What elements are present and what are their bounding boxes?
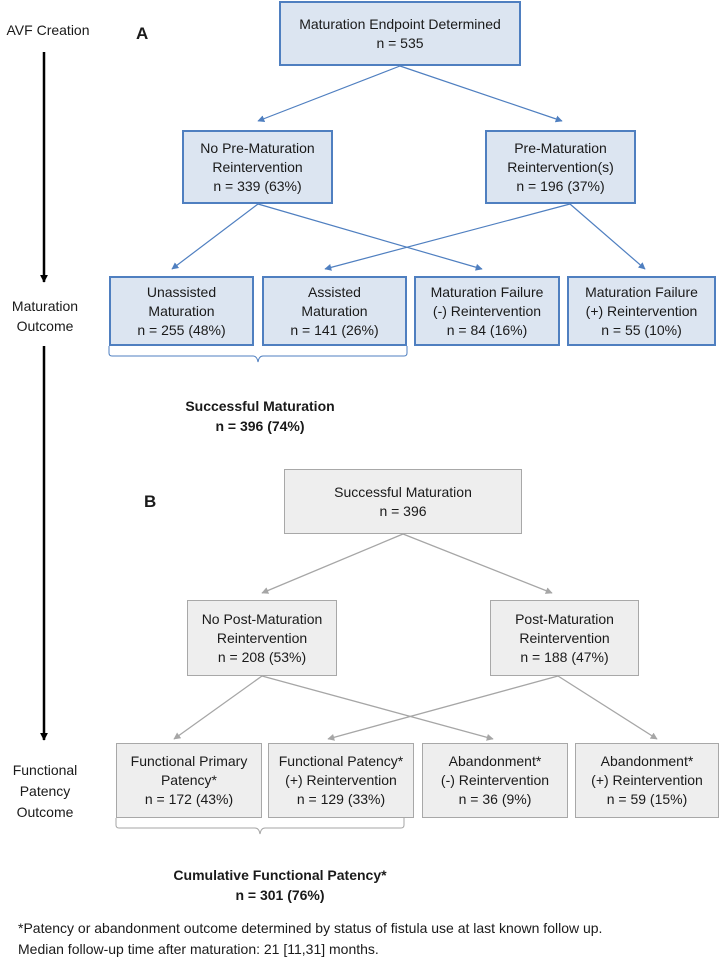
box-text-line: n = 535 xyxy=(376,34,424,51)
bracket-b xyxy=(115,818,405,835)
arrow-a-right-to-out4 xyxy=(569,203,646,270)
panel-a-letter: A xyxy=(136,24,149,43)
panel-b-reintervention-box: Post-Maturation Reintervention n = 188 (… xyxy=(490,600,639,676)
box-text-line: n = 196 (37%) xyxy=(516,177,605,194)
box-text-line: n = 339 (63%) xyxy=(213,177,302,194)
panel-b-functional-reintervention-box: Functional Patency* (+) Reintervention n… xyxy=(268,743,414,818)
box-text-line: Maturation xyxy=(301,302,368,319)
box-text-line: Abandonment* xyxy=(600,753,694,769)
panel-b-abandonment-no-reintervention-box: Abandonment* (-) Reintervention n = 36 (… xyxy=(422,743,568,818)
box-text-line: Functional Patency* xyxy=(278,753,404,769)
arrow-a-left-to-out1 xyxy=(171,203,259,270)
arrow-b-top-to-left xyxy=(261,533,404,594)
timeline-label-avf-creation: AVF Creation xyxy=(0,22,96,39)
box-text-line: n = 172 (43%) xyxy=(144,791,234,807)
timeline-label-line: Outcome xyxy=(16,318,74,334)
box-text-line: Abandonment* xyxy=(448,753,542,769)
box-text-line: n = 141 (26%) xyxy=(290,321,379,338)
box-text-line: Post-Maturation xyxy=(515,610,614,627)
summary-line: n = 301 (76%) xyxy=(235,887,325,903)
timeline-label-line: AVF Creation xyxy=(6,22,90,38)
arrow-b-left-to-out3 xyxy=(261,675,494,741)
timeline-label-line: Patency xyxy=(19,783,71,799)
box-text-line: Maturation Failure xyxy=(585,283,698,300)
box-text-line: Reintervention xyxy=(216,629,308,646)
panel-b-letter: B xyxy=(144,492,157,511)
bracket-a xyxy=(108,346,408,363)
box-text-line: n = 59 (15%) xyxy=(606,791,688,807)
box-text-line: Pre-Maturation xyxy=(514,139,607,156)
box-text-line: (+) Reintervention xyxy=(285,772,397,788)
box-text-line: (-) Reintervention xyxy=(440,772,550,788)
footnote-line: *Patency or abandonment outcome determin… xyxy=(18,920,603,936)
panel-b-no-reintervention-box: No Post-Maturation Reintervention n = 20… xyxy=(187,600,337,676)
timeline-label-line: Maturation xyxy=(11,298,79,314)
box-text-line: Reintervention(s) xyxy=(507,158,614,175)
box-text-line: Maturation Endpoint Determined xyxy=(299,15,501,32)
panel-a-failure-no-reintervention-box: Maturation Failure (-) Reintervention n … xyxy=(414,276,560,346)
arrow-b-left-to-out1 xyxy=(173,675,263,740)
box-text-line: n = 208 (53%) xyxy=(217,648,307,665)
arrow-a-top-to-left xyxy=(257,65,401,122)
box-text-line: n = 84 (16%) xyxy=(446,321,528,338)
box-text-line: Reintervention xyxy=(519,629,610,646)
panel-a-top-box: Maturation Endpoint Determined n = 535 xyxy=(279,1,521,66)
box-text-line: (+) Reintervention xyxy=(585,302,698,319)
panel-b-functional-primary-box: Functional Primary Patency* n = 172 (43%… xyxy=(116,743,262,818)
box-text-line: Reintervention xyxy=(212,158,303,175)
timeline-label-line: Functional xyxy=(12,762,78,778)
arrow-a-top-to-right xyxy=(399,65,563,123)
box-text-line: n = 255 (48%) xyxy=(137,321,226,338)
box-text-line: n = 36 (9%) xyxy=(458,791,532,807)
box-text-line: Assisted xyxy=(308,283,361,300)
box-text-line: Functional Primary xyxy=(130,753,248,769)
arrow-a-left-to-out3 xyxy=(257,203,483,271)
arrow-b-right-to-out2 xyxy=(327,675,559,741)
box-text-line: Maturation xyxy=(148,302,215,319)
panel-a-summary: Successful Maturation n = 396 (74%) xyxy=(150,396,370,436)
arrow-a-right-to-out2 xyxy=(324,203,571,271)
footnote-line: Median follow-up time after maturation: … xyxy=(18,941,379,957)
arrow-b-right-to-out4 xyxy=(557,675,658,740)
box-text-line: Patency* xyxy=(160,772,218,788)
box-text-line: n = 188 (47%) xyxy=(520,648,609,665)
box-text-line: n = 129 (33%) xyxy=(296,791,386,807)
arrow-b-top-to-right xyxy=(402,533,553,594)
panel-a-reintervention-box: Pre-Maturation Reintervention(s) n = 196… xyxy=(485,130,636,204)
summary-line: Successful Maturation xyxy=(185,398,335,414)
timeline-label-functional-outcome: Functional Patency Outcome xyxy=(0,760,90,823)
box-text-line: (-) Reintervention xyxy=(432,302,542,319)
panel-a-no-reintervention-box: No Pre-Maturation Reintervention n = 339… xyxy=(182,130,333,204)
footnote: *Patency or abandonment outcome determin… xyxy=(18,918,602,960)
box-text-line: Successful Maturation xyxy=(334,483,472,500)
box-text-line: No Pre-Maturation xyxy=(200,139,315,156)
box-text-line: Maturation Failure xyxy=(430,283,544,300)
panel-a-assisted-box: Assisted Maturation n = 141 (26%) xyxy=(262,276,407,346)
summary-line: Cumulative Functional Patency* xyxy=(173,867,387,883)
summary-line: n = 396 (74%) xyxy=(215,418,305,434)
box-text-line: Unassisted xyxy=(146,283,217,300)
box-text-line: No Post-Maturation xyxy=(201,610,323,627)
box-text-line: (+) Reintervention xyxy=(591,772,703,788)
panel-a-unassisted-box: Unassisted Maturation n = 255 (48%) xyxy=(109,276,254,346)
timeline-label-line: Outcome xyxy=(16,804,74,820)
panel-b-abandonment-reintervention-box: Abandonment* (+) Reintervention n = 59 (… xyxy=(575,743,719,818)
panel-b-summary: Cumulative Functional Patency* n = 301 (… xyxy=(150,865,410,905)
panel-b-top-box: Successful Maturation n = 396 xyxy=(284,469,522,534)
panel-a-failure-reintervention-box: Maturation Failure (+) Reintervention n … xyxy=(567,276,716,346)
box-text-line: n = 396 xyxy=(379,502,427,519)
box-text-line: n = 55 (10%) xyxy=(601,321,682,338)
timeline-label-maturation-outcome: Maturation Outcome xyxy=(0,296,90,336)
